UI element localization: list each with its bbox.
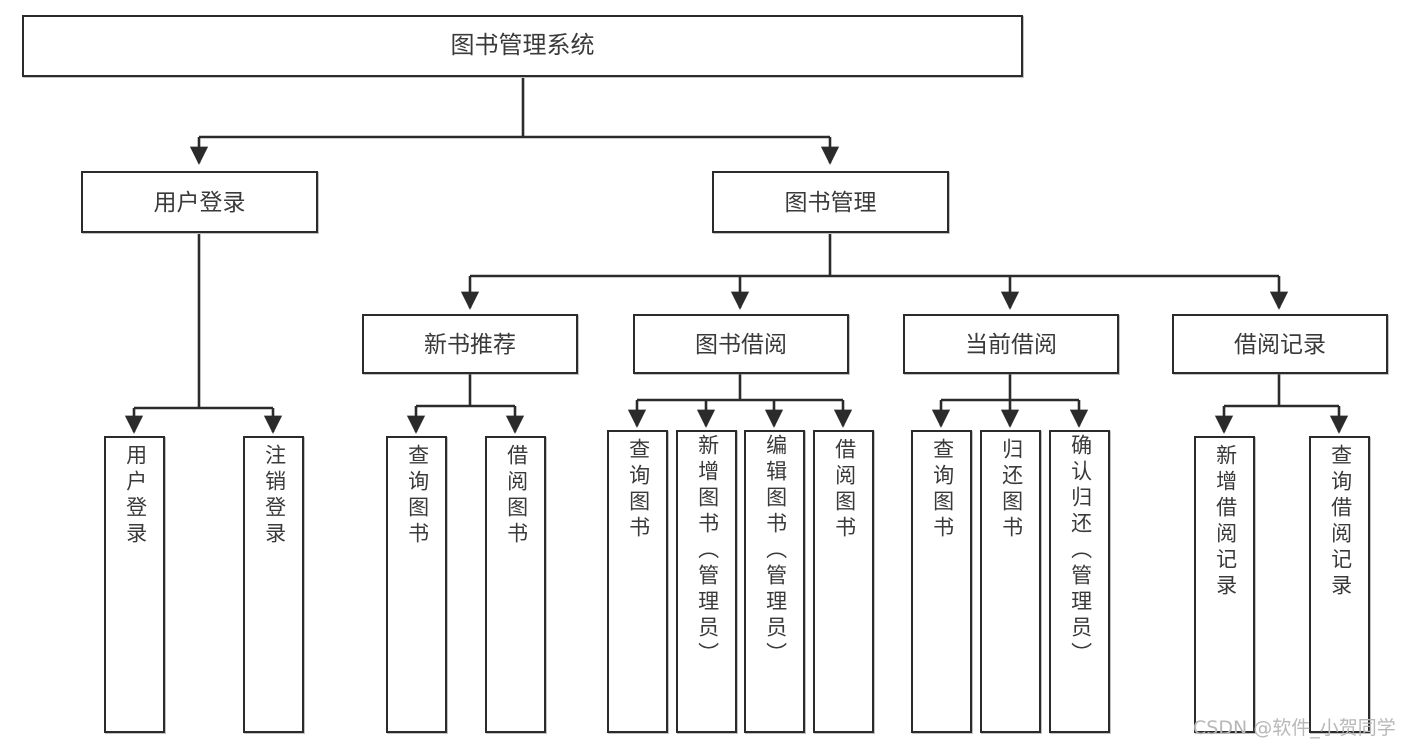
node-label: 图书管理系统 — [450, 32, 595, 60]
leaf-borrow-book-recommendation[interactable]: 借阅图书 — [485, 436, 546, 733]
leaf-add-borrow-record[interactable]: 新增借阅记录 — [1194, 436, 1255, 733]
watermark-text: CSDN @软件_小贺同学 — [1193, 717, 1396, 739]
leaf-query-book-borrow[interactable]: 查询图书 — [607, 430, 668, 733]
node-label: 借阅图书 — [504, 444, 528, 548]
leaf-return-book[interactable]: 归还图书 — [980, 430, 1041, 733]
node-label: 借阅图书 — [832, 438, 856, 542]
node-label: 查询图书 — [405, 444, 429, 548]
node-label: 新书推荐 — [424, 330, 516, 357]
node-book-management[interactable]: 图书管理 — [712, 171, 949, 233]
node-label: 新增借阅记录 — [1213, 444, 1237, 600]
node-label: 用户登录 — [123, 444, 147, 548]
node-new-book-recommendation[interactable]: 新书推荐 — [362, 314, 578, 374]
leaf-query-borrow-record[interactable]: 查询借阅记录 — [1309, 436, 1370, 733]
leaf-query-book-current[interactable]: 查询图书 — [911, 430, 972, 733]
leaf-edit-book-admin[interactable]: 编辑图书（管理员） — [744, 430, 805, 733]
node-label: 查询图书 — [626, 438, 650, 542]
node-label: 图书管理 — [784, 188, 877, 215]
node-label: 借阅记录 — [1234, 330, 1326, 357]
node-label: 用户登录 — [153, 188, 246, 215]
node-root-book-management-system[interactable]: 图书管理系统 — [22, 15, 1023, 77]
node-label: 当前借阅 — [965, 330, 1057, 357]
node-borrow-record[interactable]: 借阅记录 — [1172, 314, 1388, 374]
node-label: 确认归还（管理员） — [1068, 434, 1092, 668]
node-label: 图书借阅 — [695, 330, 787, 357]
leaf-confirm-return-admin[interactable]: 确认归还（管理员） — [1049, 430, 1110, 733]
leaf-borrow-book[interactable]: 借阅图书 — [813, 430, 874, 733]
node-label: 编辑图书（管理员） — [763, 434, 787, 668]
node-book-borrow[interactable]: 图书借阅 — [633, 314, 849, 374]
leaf-add-book-admin[interactable]: 新增图书（管理员） — [676, 430, 737, 733]
node-current-borrow[interactable]: 当前借阅 — [903, 314, 1119, 374]
node-label: 归还图书 — [999, 438, 1023, 542]
node-label: 注销登录 — [262, 444, 286, 548]
leaf-user-login[interactable]: 用户登录 — [104, 436, 165, 733]
leaf-logout[interactable]: 注销登录 — [243, 436, 304, 733]
node-label: 查询图书 — [930, 438, 954, 542]
node-label: 新增图书（管理员） — [695, 434, 719, 668]
node-user-login[interactable]: 用户登录 — [81, 171, 318, 233]
leaf-query-book-recommendation[interactable]: 查询图书 — [386, 436, 447, 733]
node-label: 查询借阅记录 — [1328, 444, 1352, 600]
